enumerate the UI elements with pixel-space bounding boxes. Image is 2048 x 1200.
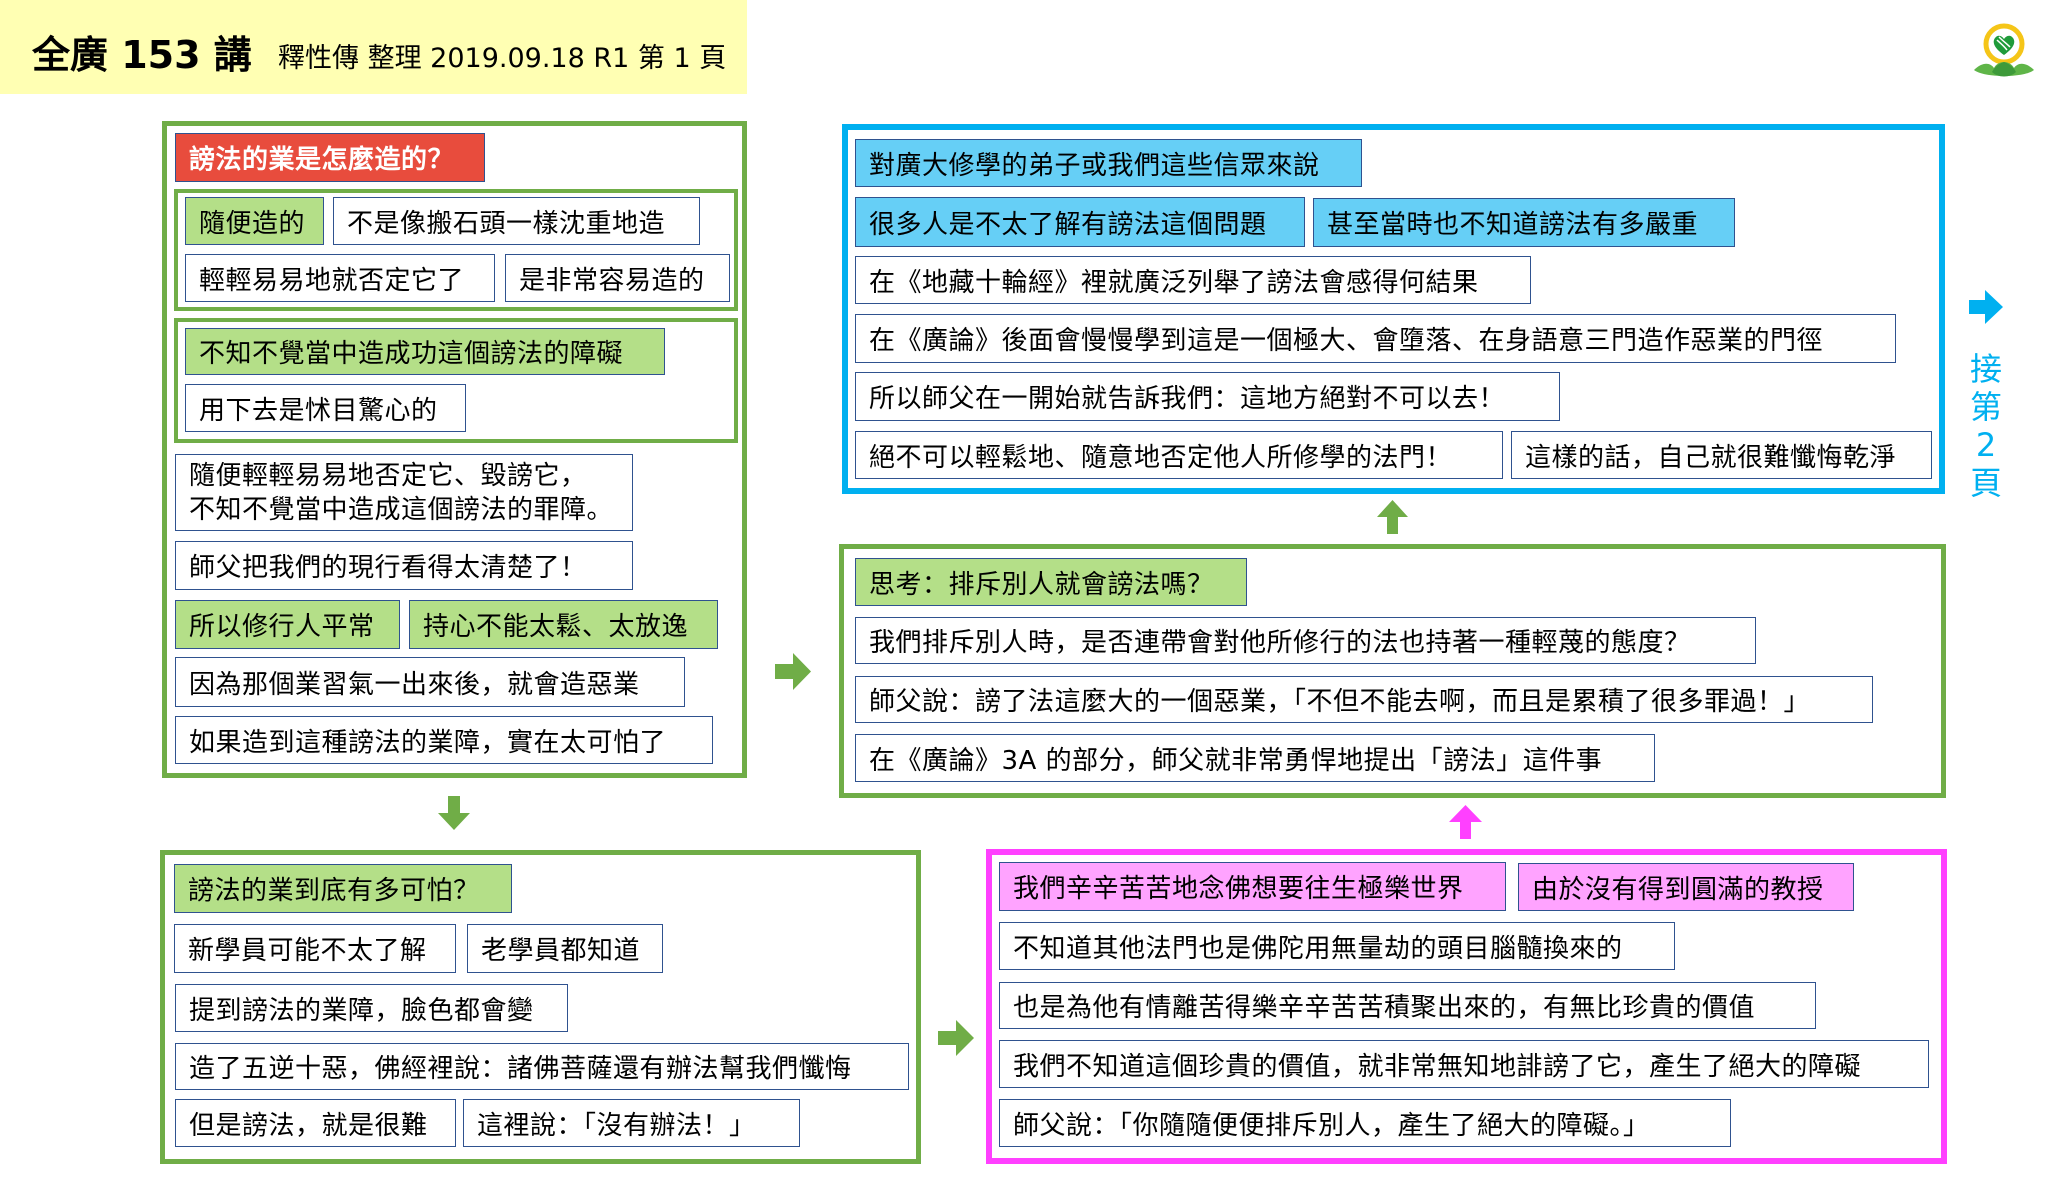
box-how-slander-karma-made xyxy=(162,121,747,778)
box-b-item: 新學員可能不太了解 xyxy=(174,924,456,973)
box-for-students xyxy=(842,124,1945,494)
box-a-item: 因為那個業習氣一出來後，就會造惡業 xyxy=(175,657,685,707)
box-b-item: 這裡說：「沒有辦法！」 xyxy=(463,1099,800,1147)
box-c-item: 所以師父在一開始就告訴我們：這地方絕對不可以去！ xyxy=(855,372,1560,421)
box-f-item: 不知道其他法門也是佛陀用無量劫的頭目腦髓換來的 xyxy=(999,922,1675,970)
box-a-group1-item: 隨便造的 xyxy=(185,197,324,245)
box-a-group-2 xyxy=(174,318,738,443)
arrow-right-icon xyxy=(1969,290,2003,324)
box-a-item: 持心不能太鬆、太放逸 xyxy=(409,600,718,649)
box-pure-land-practice xyxy=(986,849,1947,1164)
box-b-item: 老學員都知道 xyxy=(467,924,663,973)
box-c-item: 很多人是不太了解有謗法這個問題 xyxy=(855,197,1305,247)
arrow-up-icon xyxy=(1449,805,1482,839)
box-b-heading: 謗法的業到底有多可怕？ xyxy=(174,864,512,913)
box-c-item: 在《地藏十輪經》裡就廣泛列舉了謗法會感得何結果 xyxy=(855,256,1531,304)
box-f-item: 師父說：「你隨隨便便排斥別人，產生了絕大的障礙。」 xyxy=(999,1099,1731,1147)
box-c-item: 這樣的話，自己就很難懺悔乾淨 xyxy=(1511,431,1932,479)
arrow-up-icon xyxy=(1377,500,1408,534)
box-e-item: 我們排斥別人時，是否連帶會對他所修行的法也持著一種輕蔑的態度？ xyxy=(855,617,1756,664)
box-e-item: 在《廣論》3A 的部分，師父就非常勇悍地提出「謗法」這件事 xyxy=(855,734,1655,782)
arrow-right-icon xyxy=(938,1020,974,1056)
box-f-item: 也是為他有情離苦得樂辛辛苦苦積聚出來的，有無比珍貴的價值 xyxy=(999,982,1816,1029)
box-a-group1-item: 輕輕易易地就否定它了 xyxy=(185,254,495,302)
box-how-terrible-slander-karma xyxy=(160,850,921,1164)
arrow-right-icon xyxy=(775,653,811,690)
box-c-item: 絕不可以輕鬆地、隨意地否定他人所修學的法門！ xyxy=(855,431,1503,479)
lotus-logo-icon xyxy=(1974,23,2034,77)
box-reflection xyxy=(839,544,1946,798)
box-f-item: 我們辛辛苦苦地念佛想要往生極樂世界 xyxy=(999,862,1506,911)
box-f-item: 由於沒有得到圓滿的教授 xyxy=(1518,863,1854,911)
continue-next-page: 接第2頁 xyxy=(1966,290,2006,502)
box-a-group2-item: 用下去是怵目驚心的 xyxy=(185,384,466,432)
box-c-item: 甚至當時也不知道謗法有多嚴重 xyxy=(1313,198,1735,247)
box-e-heading: 思考：排斥別人就會謗法嗎？ xyxy=(855,558,1247,606)
box-c-item: 在《廣論》後面會慢慢學到這是一個極大、會墮落、在身語意三門造作惡業的門徑 xyxy=(855,314,1896,363)
box-a-group2-item: 不知不覺當中造成功這個謗法的障礙 xyxy=(185,328,665,375)
box-a-group1-item: 是非常容易造的 xyxy=(505,254,730,302)
box-a-item: 隨便輕輕易易地否定它、毀謗它， 不知不覺當中造成這個謗法的罪障。 xyxy=(175,454,633,531)
arrow-down-icon xyxy=(438,796,470,830)
box-f-item: 我們不知道這個珍貴的價值，就非常無知地誹謗了它，產生了絕大的障礙 xyxy=(999,1040,1929,1088)
box-b-item: 但是謗法，就是很難 xyxy=(175,1099,456,1147)
box-b-item: 造了五逆十惡，佛經裡說：諸佛菩薩還有辦法幫我們懺悔 xyxy=(175,1043,909,1090)
title-bar: 全廣 153 講 釋性傳 整理 2019.09.18 R1 第 1 頁 xyxy=(0,0,747,94)
lecture-title: 全廣 153 講 xyxy=(32,33,252,77)
box-b-item: 提到謗法的業障，臉色都會變 xyxy=(175,984,568,1032)
box-a-group-1 xyxy=(174,189,738,311)
box-a-item: 師父把我們的現行看得太清楚了！ xyxy=(175,541,633,590)
box-a-group1-item: 不是像搬石頭一樣沈重地造 xyxy=(333,197,700,245)
box-c-item: 對廣大修學的弟子或我們這些信眾來說 xyxy=(855,139,1362,187)
box-a-heading: 謗法的業是怎麼造的？ xyxy=(175,133,485,182)
box-a-item: 如果造到這種謗法的業障，實在太可怕了 xyxy=(175,716,713,764)
box-a-item: 所以修行人平常 xyxy=(175,600,400,649)
lecture-subtitle: 釋性傳 整理 2019.09.18 R1 第 1 頁 xyxy=(278,43,727,74)
box-e-item: 師父說：謗了法這麼大的一個惡業，「不但不能去啊，而且是累積了很多罪過！」 xyxy=(855,676,1873,723)
continue-label: 接第2頁 xyxy=(1969,350,2002,502)
